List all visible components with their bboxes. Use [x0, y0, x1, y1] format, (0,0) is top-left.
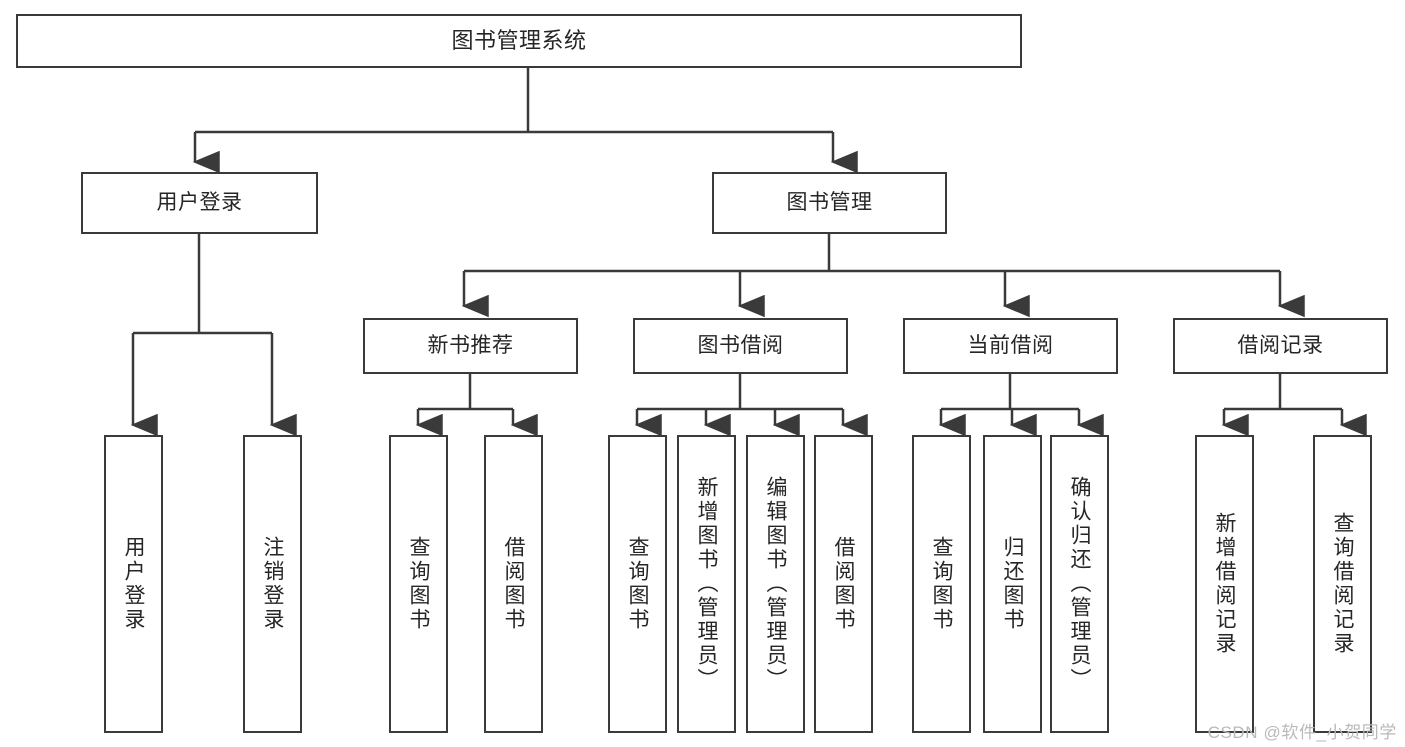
- node-root-label: 图书管理系统: [451, 28, 587, 54]
- leaf-user-login[interactable]: 用户登录: [104, 435, 163, 733]
- leaf-query-borrow-record[interactable]: 查询借阅记录: [1313, 435, 1372, 733]
- leaf-confirm-return-admin[interactable]: 确认归还（管理员）: [1050, 435, 1109, 733]
- leaf-confirm-return-admin-label: 确认归还（管理员）: [1068, 476, 1091, 692]
- node-root[interactable]: 图书管理系统: [16, 14, 1022, 68]
- leaf-edit-book-admin[interactable]: 编辑图书（管理员）: [746, 435, 805, 733]
- leaf-query-book[interactable]: 查询图书: [608, 435, 667, 733]
- leaf-borrow-book-label: 借阅图书: [832, 536, 855, 632]
- node-borrow-record[interactable]: 借阅记录: [1173, 318, 1388, 374]
- leaf-query-book-recommend-label: 查询图书: [407, 536, 430, 632]
- leaf-query-book-current-label: 查询图书: [930, 536, 953, 632]
- node-borrow-record-label: 借阅记录: [1237, 333, 1324, 357]
- leaf-edit-book-admin-label: 编辑图书（管理员）: [764, 476, 787, 692]
- leaf-return-book-label: 归还图书: [1001, 536, 1024, 632]
- node-book-borrow[interactable]: 图书借阅: [633, 318, 848, 374]
- leaf-return-book[interactable]: 归还图书: [983, 435, 1042, 733]
- leaf-query-book-label: 查询图书: [626, 536, 649, 632]
- leaf-query-book-current[interactable]: 查询图书: [912, 435, 971, 733]
- leaf-query-book-recommend[interactable]: 查询图书: [389, 435, 448, 733]
- node-new-book-recommendation-label: 新书推荐: [427, 333, 514, 357]
- leaf-logout-label: 注销登录: [261, 536, 284, 632]
- node-new-book-recommendation[interactable]: 新书推荐: [363, 318, 578, 374]
- node-book-borrow-label: 图书借阅: [697, 333, 784, 357]
- leaf-query-borrow-record-label: 查询借阅记录: [1331, 512, 1354, 656]
- node-current-borrow-label: 当前借阅: [967, 333, 1054, 357]
- node-book-management-label: 图书管理: [786, 190, 873, 214]
- leaf-add-borrow-record[interactable]: 新增借阅记录: [1195, 435, 1254, 733]
- leaf-logout[interactable]: 注销登录: [243, 435, 302, 733]
- leaf-add-borrow-record-label: 新增借阅记录: [1213, 512, 1236, 656]
- node-current-borrow[interactable]: 当前借阅: [903, 318, 1118, 374]
- node-user-login[interactable]: 用户登录: [81, 172, 318, 234]
- node-book-management[interactable]: 图书管理: [712, 172, 947, 234]
- leaf-borrow-book-recommend[interactable]: 借阅图书: [484, 435, 543, 733]
- leaf-add-book-admin-label: 新增图书（管理员）: [695, 476, 718, 692]
- leaf-user-login-label: 用户登录: [122, 536, 145, 632]
- node-user-login-label: 用户登录: [156, 190, 243, 214]
- leaf-borrow-book[interactable]: 借阅图书: [814, 435, 873, 733]
- leaf-add-book-admin[interactable]: 新增图书（管理员）: [677, 435, 736, 733]
- leaf-borrow-book-recommend-label: 借阅图书: [502, 536, 525, 632]
